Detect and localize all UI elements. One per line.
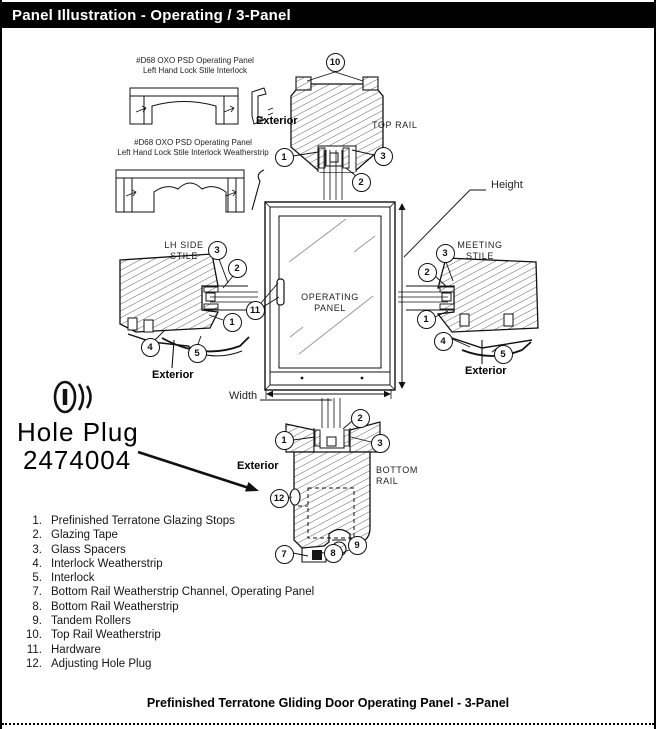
parts-list-item: 9. Tandem Rollers [18,614,314,628]
callout-5: 5 [187,343,207,363]
lh-side-stile-label: LH SIDE STILE [164,240,204,261]
callout-2: 2 [351,172,371,192]
parts-item-number: 9. [32,615,42,628]
parts-item-text: Bottom Rail Weatherstrip [51,600,179,613]
parts-item-text: Adjusting Hole Plug [51,657,152,670]
parts-list-item: 11. Hardware [18,643,314,657]
height-label: Height [491,179,523,191]
hole-plug-part-number: 2474004 [23,445,132,475]
bottom-rail-label: BOTTOM RAIL [376,465,418,486]
parts-item-number: 2. [32,529,42,542]
caption-interlock-weatherstrip: #D68 OXO PSD Operating Panel Left Hand L… [117,138,269,157]
callout-2: 2 [417,262,437,282]
parts-list-item: 5. Interlock [18,571,314,585]
callout-3: 3 [435,243,455,263]
parts-item-text: Interlock [51,572,95,585]
parts-item-number: 1. [32,515,42,527]
width-label: Width [229,390,258,402]
parts-list-item: 8. Bottom Rail Weatherstrip [18,600,314,614]
parts-item-number: 3. [32,543,42,556]
parts-list-item: 3. Glass Spacers [18,543,314,557]
parts-list-item: 7. Bottom Rail Weatherstrip Channel, Oper… [18,585,314,599]
callout-1: 1 [222,312,242,332]
callout-8: 8 [323,543,343,563]
exterior-label-lh-stile: Exterior [152,369,194,381]
parts-item-text: Interlock Weatherstrip [51,557,163,570]
parts-list-item: 1. Prefinished Terratone Glazing Stops [18,514,314,528]
parts-item-number: 8. [32,600,42,613]
parts-item-number: 7. [32,586,42,599]
callout-1: 1 [274,147,294,167]
parts-item-number: 10. [26,629,42,642]
parts-item-number: 12. [26,657,42,670]
callout-2: 2 [227,258,247,278]
hole-plug-label: Hole Plug [17,417,139,447]
callout-10: 10 [325,52,345,72]
header-bar: Panel Illustration - Operating / 3-Panel [2,2,654,28]
callout-2: 2 [350,408,370,428]
parts-item-number: 11. [26,643,42,656]
bottom-dotted-rule [2,723,654,725]
parts-item-text: Hardware [51,643,101,656]
parts-item-text: Bottom Rail Weatherstrip Channel, Operat… [51,586,315,599]
callout-3: 3 [207,240,227,260]
callout-11: 11 [245,300,265,320]
callout-1: 1 [274,430,294,450]
parts-item-text: Glazing Tape [51,529,118,542]
parts-item-text: Tandem Rollers [51,615,131,628]
callout-7: 7 [274,544,294,564]
exterior-label-meeting-stile: Exterior [465,365,507,377]
callout-4: 4 [140,337,160,357]
footer-title: Prefinished Terratone Gliding Door Opera… [146,696,510,710]
operating-panel-label: OPERATING PANEL [301,292,359,313]
parts-list-item: 10. Top Rail Weatherstrip [18,628,314,642]
parts-item-number: 5. [32,572,42,585]
callout-4: 4 [433,331,453,351]
exterior-label-top-rail: Exterior [256,115,298,127]
parts-item-text: Top Rail Weatherstrip [51,629,161,642]
callout-12: 12 [269,488,289,508]
caption-interlock: #D68 OXO PSD Operating Panel Left Hand L… [136,56,254,75]
parts-list-item: 4. Interlock Weatherstrip [18,557,314,571]
top-rail-label: TOP RAIL [372,120,418,130]
parts-item-text: Prefinished Terratone Glazing Stops [51,515,235,527]
callout-1: 1 [416,309,436,329]
exterior-label-bottom-rail: Exterior [237,460,279,472]
callout-3: 3 [370,433,390,453]
callout-5: 5 [493,344,513,364]
parts-list-item: 2. Glazing Tape [18,528,314,542]
meeting-stile-label: MEETING STILE [457,240,503,261]
parts-list: 1. Prefinished Terratone Glazing Stops 2. G… [18,514,314,671]
parts-item-number: 4. [32,557,42,570]
callout-9: 9 [347,535,367,555]
parts-item-text: Glass Spacers [51,543,126,556]
parts-list-item: 12. Adjusting Hole Plug [18,657,314,671]
callout-3: 3 [373,146,393,166]
page-title: Panel Illustration - Operating / 3-Panel [12,6,291,24]
